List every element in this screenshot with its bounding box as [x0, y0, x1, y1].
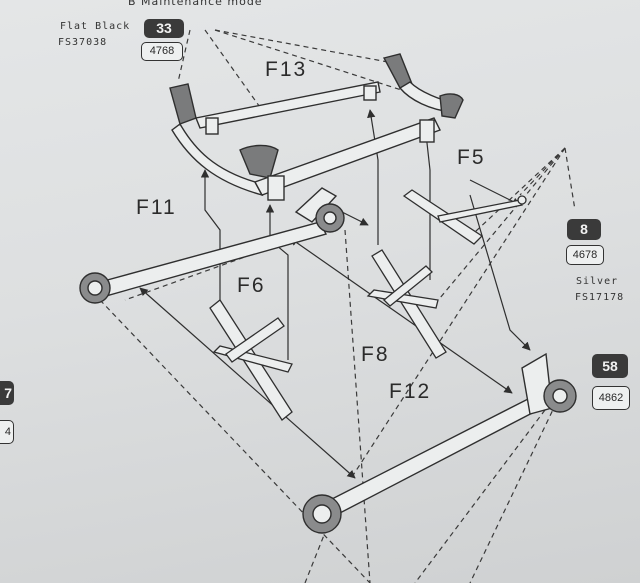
part-f5-towbar — [402, 189, 527, 245]
part-label-f12: F12 — [389, 380, 432, 403]
paint-code-fs37038: FS37038 — [58, 37, 108, 48]
paint-number-badge: 33 — [144, 19, 184, 38]
part-label-f13: F13 — [265, 58, 308, 81]
paint-ref-box: 4862 — [592, 386, 630, 410]
part-label-f11: F11 — [136, 196, 177, 219]
part-label-f6: F6 — [237, 274, 266, 297]
part-f12-rail — [302, 352, 577, 534]
paint-ref-box: 4 — [0, 420, 14, 444]
part-f8-brace — [366, 249, 447, 359]
section-header: B Maintenance mode — [128, 0, 263, 8]
paint-number-badge: 8 — [567, 219, 601, 240]
part-f13-handle — [169, 53, 464, 201]
paint-number-badge: 7 — [0, 381, 14, 405]
assembly-arrows — [139, 109, 531, 479]
paint-ref-box: 4678 — [566, 245, 604, 265]
part-f11-rail — [79, 187, 345, 304]
paint-number-badge: 58 — [592, 354, 628, 378]
part-label-f8: F8 — [361, 343, 390, 366]
part-f6-brace — [209, 299, 293, 421]
paint-code-fs17178: FS17178 — [575, 292, 625, 303]
paint-name-silver: Silver — [576, 276, 619, 287]
paint-name-flat-black: Flat Black — [60, 21, 131, 32]
part-label-f5: F5 — [457, 146, 486, 169]
paint-ref-box: 4768 — [141, 42, 183, 61]
